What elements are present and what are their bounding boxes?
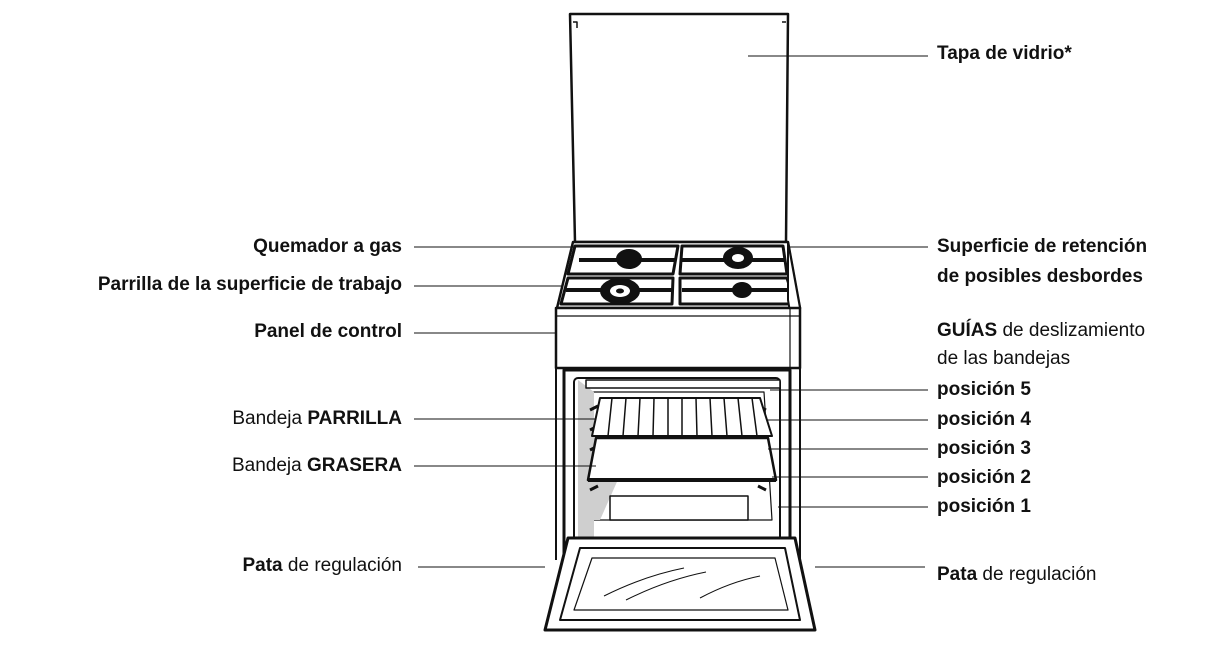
label-guias-line2: de las bandejas [937,348,1071,369]
label-posicion-1: posición 1 [937,496,1031,517]
label-superficie-line1: Superficie de retención [937,236,1148,257]
label-pata-left-rest: de regulación [282,555,402,576]
label-posicion-2: posición 2 [937,467,1031,488]
label-quemador: Quemador a gas [253,236,402,257]
label-superficie-de-retencion: Superficie de retención [937,236,1147,258]
oven-cavity [562,368,792,558]
label-bandeja-grasera-pre: Bandeja [231,455,302,476]
label-bandeja-parrilla-bold: PARRILLA [307,408,402,429]
label-superficie-line2-wrap: de posibles desbordes [937,266,1143,288]
label-panel-de-control: Panel de control [254,321,402,342]
label-pata-right-rest: de regulación [977,564,1097,585]
label-bandeja-grasera-bold: GRASERA [306,455,402,476]
label-guias-bold: GUÍAS [937,320,998,341]
label-superficie-line2: de posibles desbordes [937,266,1143,287]
label-bandeja-grasera: Bandeja GRASERA [232,455,402,477]
label-pata-left-bold: Pata [242,555,283,576]
label-parrilla-superficie: Parrilla de la superficie de trabajo [97,274,402,295]
label-bandeja-parrilla: Bandeja PARRILLA [232,408,402,430]
control-panel [554,306,802,560]
label-guias-line2-wrap: de las bandejas [937,348,1070,370]
burners [600,247,753,304]
leader-lines [414,55,928,568]
label-tapa-de-vidrio: Tapa de vidrio* [937,43,1072,64]
cooktop [555,240,802,310]
label-posicion-4: posición 4 [937,409,1031,430]
label-bandeja-parrilla-pre: Bandeja [232,408,303,429]
label-pata-right-bold: Pata [937,564,978,585]
label-pata-right: Pata de regulación [937,564,1097,586]
label-guias-rest: de deslizamiento [997,320,1146,341]
label-posicion-5: posición 5 [937,379,1031,400]
label-guias: GUÍAS de deslizamiento [937,320,1145,342]
label-posicion-3: posición 3 [937,438,1031,459]
label-pata-left: Pata de regulación [242,555,402,577]
glass-lid [568,12,790,244]
oven-door [543,536,817,632]
